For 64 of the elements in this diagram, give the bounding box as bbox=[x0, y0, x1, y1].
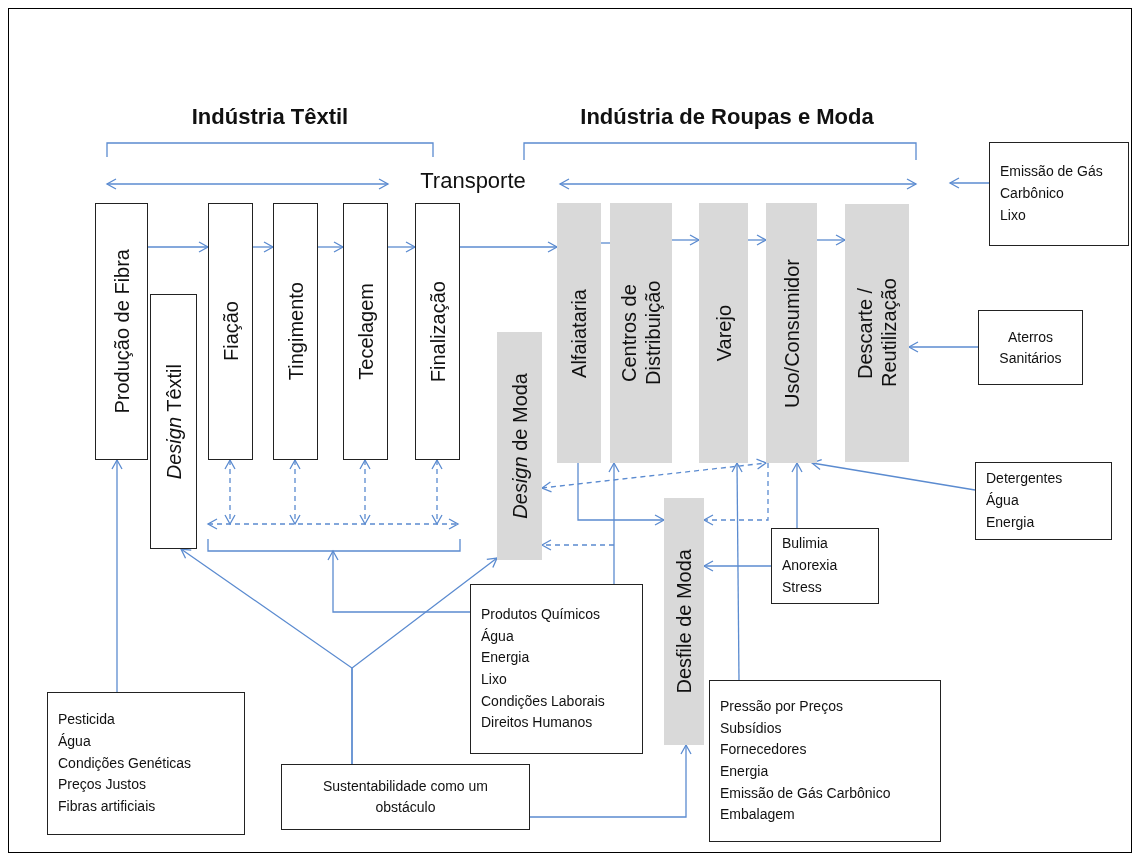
box-label: Tecelagem bbox=[353, 283, 378, 380]
note-box bbox=[47, 692, 245, 835]
list-item: Lixo bbox=[481, 670, 508, 689]
process-box bbox=[273, 203, 318, 460]
stage-bar bbox=[497, 332, 542, 560]
list-item: Água bbox=[481, 626, 515, 646]
process-box bbox=[95, 203, 148, 460]
box-label: Varejo bbox=[711, 304, 736, 362]
box-label: Design de Moda bbox=[507, 373, 532, 519]
process-box bbox=[150, 294, 197, 549]
box-label: Produção de Fibra bbox=[109, 249, 134, 414]
list-item: Stress bbox=[782, 577, 823, 597]
note-box bbox=[771, 528, 879, 604]
box-label: Finalização bbox=[425, 280, 450, 383]
note-box bbox=[281, 764, 530, 830]
box-label: Desfile de Moda bbox=[672, 549, 696, 694]
box-label: Uso/Consumidor bbox=[779, 258, 804, 408]
list-item: Fornecedores bbox=[720, 740, 808, 760]
list-item: Energia bbox=[986, 512, 1036, 532]
process-box bbox=[343, 203, 388, 460]
box-label: Descarte / Reutilização bbox=[853, 277, 901, 390]
list-item: Direitos Humanos bbox=[481, 713, 594, 733]
box-label: Aterros Sanitários bbox=[998, 327, 1063, 368]
list-item: Bulimia bbox=[782, 534, 829, 554]
stage-bar bbox=[766, 203, 817, 463]
box-label: Design Têxtil bbox=[161, 363, 186, 480]
box-label: Fiação bbox=[218, 301, 243, 362]
list-item: Detergentes bbox=[986, 469, 1064, 489]
list-item: Produtos Químicos bbox=[481, 604, 602, 624]
box-label: Centros de Distribuição bbox=[617, 279, 665, 388]
list-item: Emissão de Gás Carbônico bbox=[1000, 162, 1104, 204]
list-item: Anorexia bbox=[782, 556, 839, 576]
note-box bbox=[709, 680, 941, 842]
stage-bar bbox=[664, 498, 704, 745]
process-box bbox=[208, 203, 253, 460]
list-item: Fibras artificiais bbox=[58, 797, 157, 817]
list-item: Água bbox=[58, 731, 92, 751]
list-item: Energia bbox=[481, 648, 531, 668]
note-box bbox=[989, 142, 1129, 246]
list-item: Energia bbox=[720, 762, 770, 781]
box-label: Sustentabilidade como um obstáculo bbox=[322, 777, 489, 817]
section-heading: Indústria de Roupas e Moda bbox=[580, 104, 874, 130]
list-item: Emissão de Gás Carbônico bbox=[720, 783, 892, 803]
list-item: Lixo bbox=[1000, 205, 1027, 225]
list-item: Condições Genéticas bbox=[58, 753, 193, 773]
stage-bar bbox=[610, 203, 672, 463]
list-item: Preços Justos bbox=[58, 775, 147, 795]
process-box bbox=[415, 203, 460, 460]
stage-bar bbox=[699, 203, 748, 463]
note-box bbox=[975, 462, 1112, 540]
stage-bar bbox=[557, 203, 601, 463]
list-item: Pesticida bbox=[58, 710, 116, 730]
note-box bbox=[978, 310, 1083, 385]
flow-label: Transporte bbox=[420, 168, 526, 194]
list-item: Água bbox=[986, 491, 1020, 511]
list-item: Subsídios bbox=[720, 718, 783, 738]
box-label: Tingimento bbox=[283, 282, 308, 381]
list-item: Pressão por Preços bbox=[720, 696, 844, 716]
stage-bar bbox=[845, 204, 909, 462]
list-item: Condições Laborais bbox=[481, 691, 606, 711]
box-label: Alfaiataria bbox=[567, 288, 591, 378]
section-heading: Indústria Têxtil bbox=[191, 104, 349, 130]
list-item: Embalagem bbox=[720, 805, 796, 825]
note-box bbox=[470, 584, 643, 754]
